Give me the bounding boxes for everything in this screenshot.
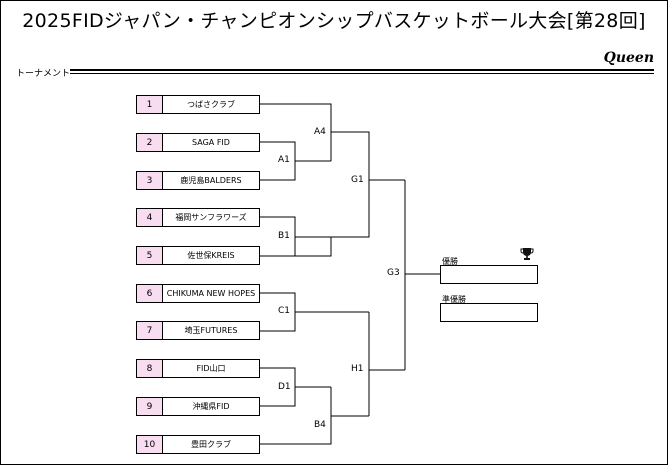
team-seed: 8: [137, 360, 163, 377]
team-row: 5 佐世保KREIS: [136, 246, 260, 265]
match-label-a1: A1: [278, 155, 290, 165]
match-label-g1: G1: [351, 175, 364, 185]
team-name: つばさクラブ: [187, 100, 235, 109]
category-label: Queen: [603, 50, 654, 66]
team-name: 埼玉FUTURES: [184, 326, 238, 335]
team-row: 10 豊田クラブ: [136, 435, 260, 454]
team-name: FID山口: [196, 364, 226, 373]
bracket-line-g1: [331, 131, 370, 238]
bracket-line-b1: [260, 216, 332, 257]
winner-label: 優勝: [442, 257, 458, 266]
team-name: 佐世保KREIS: [187, 251, 235, 260]
match-label-c1: C1: [278, 306, 291, 316]
team-seed: 4: [137, 209, 163, 226]
team-name: 鹿児島BALDERS: [180, 176, 242, 185]
team-row: 2 SAGA FID: [136, 133, 260, 152]
team-row: 3 鹿児島BALDERS: [136, 171, 260, 190]
team-seed: 3: [137, 172, 163, 189]
bracket-line-b4: [260, 387, 332, 445]
section-label: トーナメント: [16, 69, 71, 79]
team-seed: 6: [137, 285, 163, 302]
team-name: 福岡サンフラワーズ: [175, 213, 247, 222]
match-label-d1: D1: [278, 382, 291, 392]
header-divider-thin: [70, 73, 654, 74]
match-label-b1: B1: [278, 231, 290, 241]
header-divider-thick: [70, 69, 654, 71]
team-row: 9 沖縄県FID: [136, 397, 260, 416]
page-title: 2025FIDジャパン・チャンピオンシップバスケットボール大会[第28回]: [22, 10, 646, 32]
match-label-b4: B4: [314, 420, 326, 430]
team-name: 豊田クラブ: [191, 440, 231, 449]
match-label-a4: A4: [314, 127, 326, 137]
team-seed: 1: [137, 96, 163, 113]
team-name: 沖縄県FID: [192, 402, 230, 411]
team-seed: 7: [137, 322, 163, 339]
team-row: 4 福岡サンフラワーズ: [136, 208, 260, 227]
team-seed: 2: [137, 134, 163, 151]
team-row: 6 CHIKUMA NEW HOPES: [136, 284, 260, 303]
match-label-h1: H1: [351, 364, 364, 374]
bracket-line-a4: [260, 103, 332, 161]
winner-box: [440, 265, 538, 284]
team-row: 7 埼玉FUTURES: [136, 321, 260, 340]
team-name: SAGA FID: [192, 138, 230, 147]
trophy-icon: [520, 248, 534, 260]
team-seed: 10: [137, 436, 163, 453]
team-seed: 9: [137, 398, 163, 415]
team-row: 1 つばさクラブ: [136, 95, 260, 114]
team-seed: 5: [137, 247, 163, 264]
match-label-g3: G3: [387, 268, 400, 278]
runner-up-box: [440, 303, 538, 322]
runner-up-label: 準優勝: [442, 295, 466, 304]
team-row: 8 FID山口: [136, 359, 260, 378]
team-name: CHIKUMA NEW HOPES: [166, 289, 256, 298]
